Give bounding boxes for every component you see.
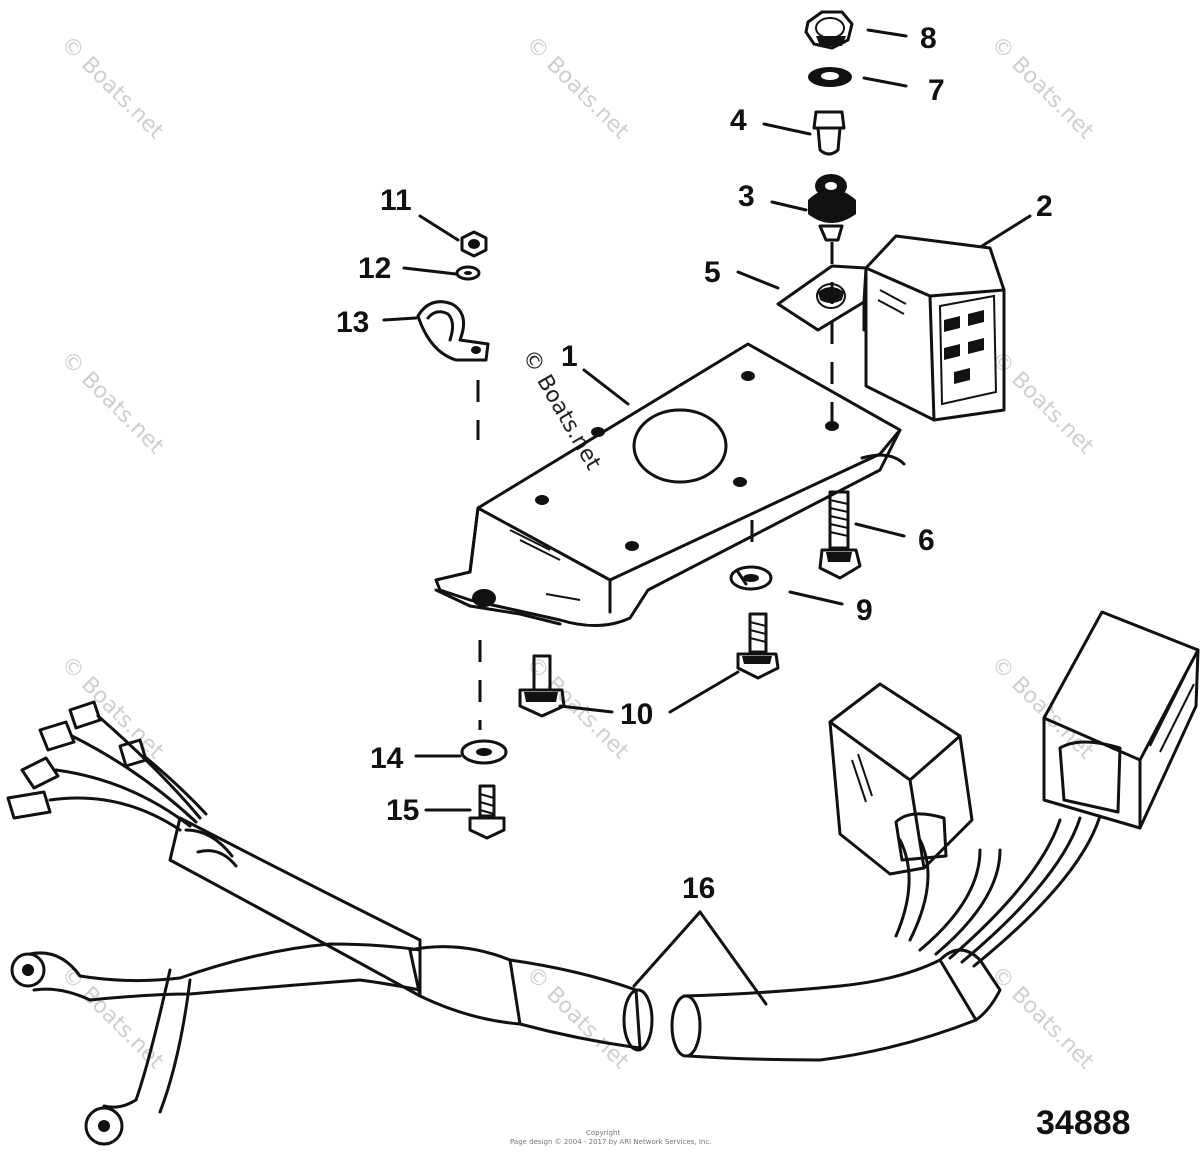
- callout-5: 5: [704, 256, 721, 289]
- watermark: © Boats.net: [986, 962, 1099, 1075]
- screw-10a-icon: [736, 612, 780, 680]
- leader-lines: [382, 28, 1032, 1006]
- grommet-icon: [808, 174, 856, 242]
- relay-bracket-icon: [776, 264, 868, 332]
- callout-16: 16: [682, 872, 715, 905]
- copyright-title: Copyright: [586, 1129, 620, 1137]
- wiring-harness-icon: [6, 610, 1200, 1146]
- callout-14: 14: [370, 742, 404, 775]
- watermark: © Boats.net: [521, 32, 634, 145]
- screw-icon: [818, 490, 862, 580]
- watermark: © Boats.net: [986, 652, 1099, 765]
- callout-6: 6: [918, 524, 935, 557]
- bolt-icon: [468, 784, 506, 840]
- nut-icon: [804, 10, 854, 50]
- washer-icon: [808, 67, 852, 87]
- callout-4: 4: [730, 104, 747, 137]
- watermarks: © Boats.net © Boats.net © Boats.net © Bo…: [56, 32, 1099, 1075]
- callout-8: 8: [920, 22, 937, 55]
- watermark: © Boats.net: [56, 347, 169, 460]
- callout-7: 7: [928, 74, 945, 107]
- callout-10: 10: [620, 698, 653, 731]
- relay-icon: [864, 234, 1006, 422]
- watermark: © Boats.net: [521, 962, 634, 1075]
- lock-washer-icon: [729, 565, 773, 591]
- flat-washer-icon: [460, 739, 508, 765]
- callout-1: 1: [561, 340, 578, 373]
- callouts: 1 2 3 4 5 6 7 8 9 10 11 12 13 14 15 16: [336, 22, 1053, 905]
- callout-13: 13: [336, 306, 369, 339]
- screw-10b-icon: [518, 654, 566, 718]
- copyright-text: Page design © 2004 - 2017 by ARI Network…: [510, 1138, 711, 1146]
- drawing-number: 34888: [1036, 1104, 1131, 1142]
- callout-3: 3: [738, 180, 755, 213]
- small-nut-icon: [460, 230, 488, 258]
- callout-2: 2: [1036, 190, 1053, 223]
- cable-clamp-icon: [416, 300, 490, 362]
- callout-11: 11: [380, 184, 412, 217]
- watermark: © Boats.net: [986, 32, 1099, 145]
- stud-icon: [812, 110, 846, 156]
- callout-9: 9: [856, 594, 873, 627]
- mounting-bracket-icon: [434, 342, 906, 628]
- callout-15: 15: [386, 794, 419, 827]
- watermark: © Boats.net: [56, 32, 169, 145]
- callout-12: 12: [358, 252, 391, 285]
- small-washer-icon: [455, 265, 481, 281]
